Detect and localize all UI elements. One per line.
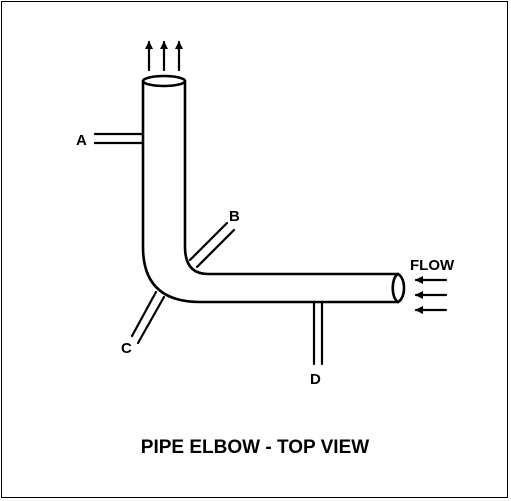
tap-a bbox=[93, 132, 145, 145]
label-d: D bbox=[310, 371, 321, 388]
tap-c bbox=[130, 290, 166, 345]
tap-d bbox=[312, 300, 324, 366]
tap-b bbox=[188, 221, 236, 269]
pipe-right-opening-back bbox=[391, 272, 400, 304]
pipe-outer-wall bbox=[141, 79, 400, 304]
pipe-body bbox=[141, 74, 406, 304]
pipe-top-opening bbox=[141, 74, 187, 88]
pipe-right-opening-front bbox=[396, 272, 406, 304]
label-a: A bbox=[76, 132, 87, 149]
pipe-inner-wall bbox=[183, 79, 400, 276]
label-b: B bbox=[229, 208, 240, 225]
inflow-arrows bbox=[414, 276, 448, 314]
flow-label: FLOW bbox=[410, 257, 455, 274]
outflow-arrows bbox=[145, 40, 183, 72]
diagram-caption: PIPE ELBOW - TOP VIEW bbox=[141, 437, 369, 458]
label-c: C bbox=[121, 340, 132, 357]
